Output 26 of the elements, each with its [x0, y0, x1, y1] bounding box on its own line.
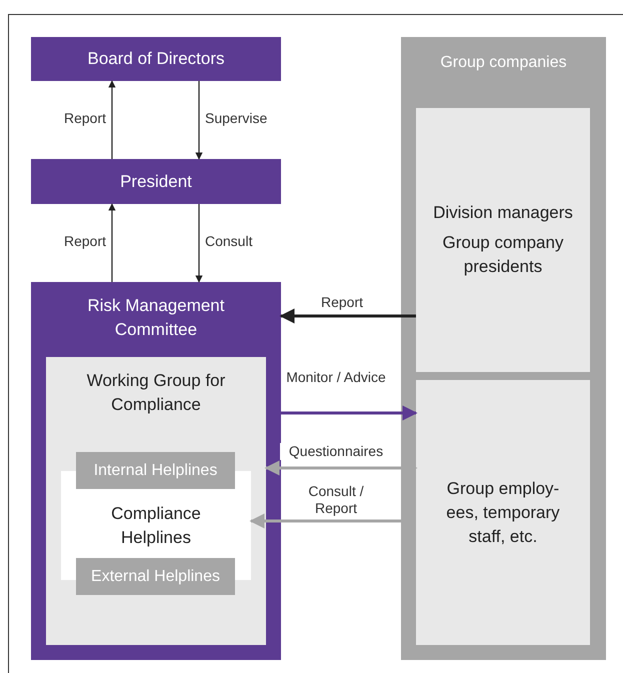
node-label: Compliance Helplines [110, 502, 202, 548]
node-label: Group company presidents [442, 232, 564, 278]
arrow [280, 308, 416, 324]
employees-box [416, 380, 590, 645]
group-companies-panel [401, 37, 606, 660]
node-label: Group employ-ees, temporary staff, etc. [445, 478, 561, 548]
arrow [195, 204, 203, 283]
working-group-panel [46, 357, 266, 645]
arrow [108, 80, 116, 159]
node-label: Internal Helplines [94, 460, 218, 480]
node-label: External Helplines [91, 566, 220, 586]
helpline-box [76, 558, 235, 595]
arrow [264, 460, 418, 476]
node-label: Group companies [440, 53, 567, 73]
president-box [31, 159, 281, 204]
node-label: Board of Directors [88, 48, 224, 70]
node-label: President [120, 170, 192, 193]
node-label: Division managers [433, 202, 573, 224]
managers-box [416, 108, 590, 372]
committee-panel [31, 282, 281, 660]
node-label: Working Group for Compliance [86, 370, 226, 416]
board-box [31, 37, 281, 81]
arrow [195, 81, 203, 160]
node-label: Risk Management Committee [86, 295, 226, 341]
arrow [108, 203, 116, 282]
helpline-box [76, 452, 235, 489]
